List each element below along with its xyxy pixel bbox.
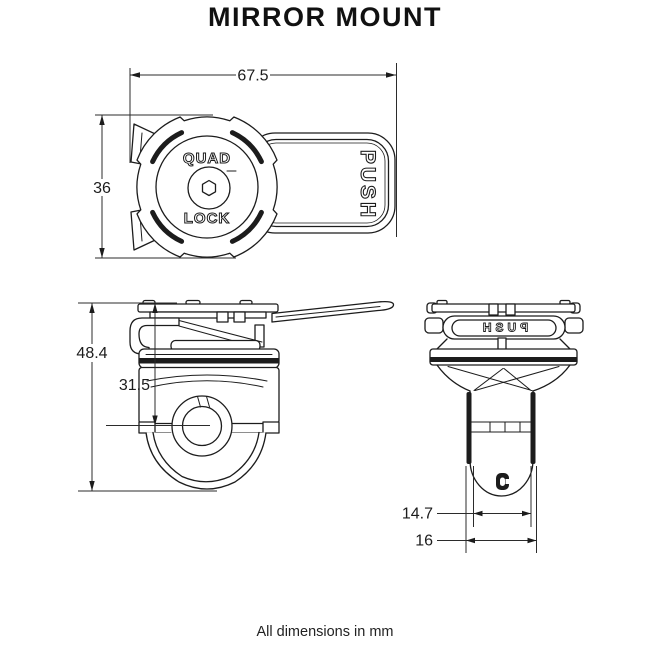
head-slot-sw bbox=[150, 209, 185, 244]
brand-lock-label: LOCK bbox=[184, 210, 231, 227]
quadlock-logo-icon bbox=[496, 473, 510, 490]
view-side: PUSH bbox=[424, 299, 584, 497]
stem-grip-right bbox=[530, 392, 536, 464]
dim-side-outer-width: 16 bbox=[415, 533, 433, 550]
hex-socket bbox=[201, 179, 217, 197]
view-top: PUSH QUAD LOCK bbox=[130, 116, 396, 258]
clamp-cradle bbox=[145, 432, 267, 490]
view-front bbox=[129, 299, 395, 490]
head-plate-side bbox=[431, 303, 576, 313]
units-note: All dimensions in mm bbox=[256, 624, 394, 640]
dimension-annotations: 67.5 36 48.4 31.5 14.7 bbox=[76, 63, 537, 553]
push-label: PUSH bbox=[356, 150, 379, 220]
lever-blade bbox=[271, 300, 395, 323]
head-slot-se bbox=[229, 209, 264, 244]
head-plate-front bbox=[137, 303, 279, 313]
stem bbox=[469, 390, 534, 463]
center-boss bbox=[187, 166, 231, 210]
dim-side-stem-width: 14.7 bbox=[402, 506, 433, 523]
brand-quad-label: QUAD bbox=[183, 150, 231, 167]
head-slot-ne bbox=[229, 130, 264, 165]
head-slot-nw bbox=[150, 130, 185, 165]
page-title: MIRROR MOUNT bbox=[208, 2, 442, 32]
dim-front-height: 48.4 bbox=[76, 345, 107, 362]
dim-top-width: 67.5 bbox=[237, 68, 268, 85]
dim-front-center: 31.5 bbox=[119, 377, 150, 394]
stem-grip-left bbox=[466, 392, 472, 464]
push-mirrored-label: PUSH bbox=[479, 321, 528, 335]
dim-top-height: 36 bbox=[93, 180, 111, 197]
